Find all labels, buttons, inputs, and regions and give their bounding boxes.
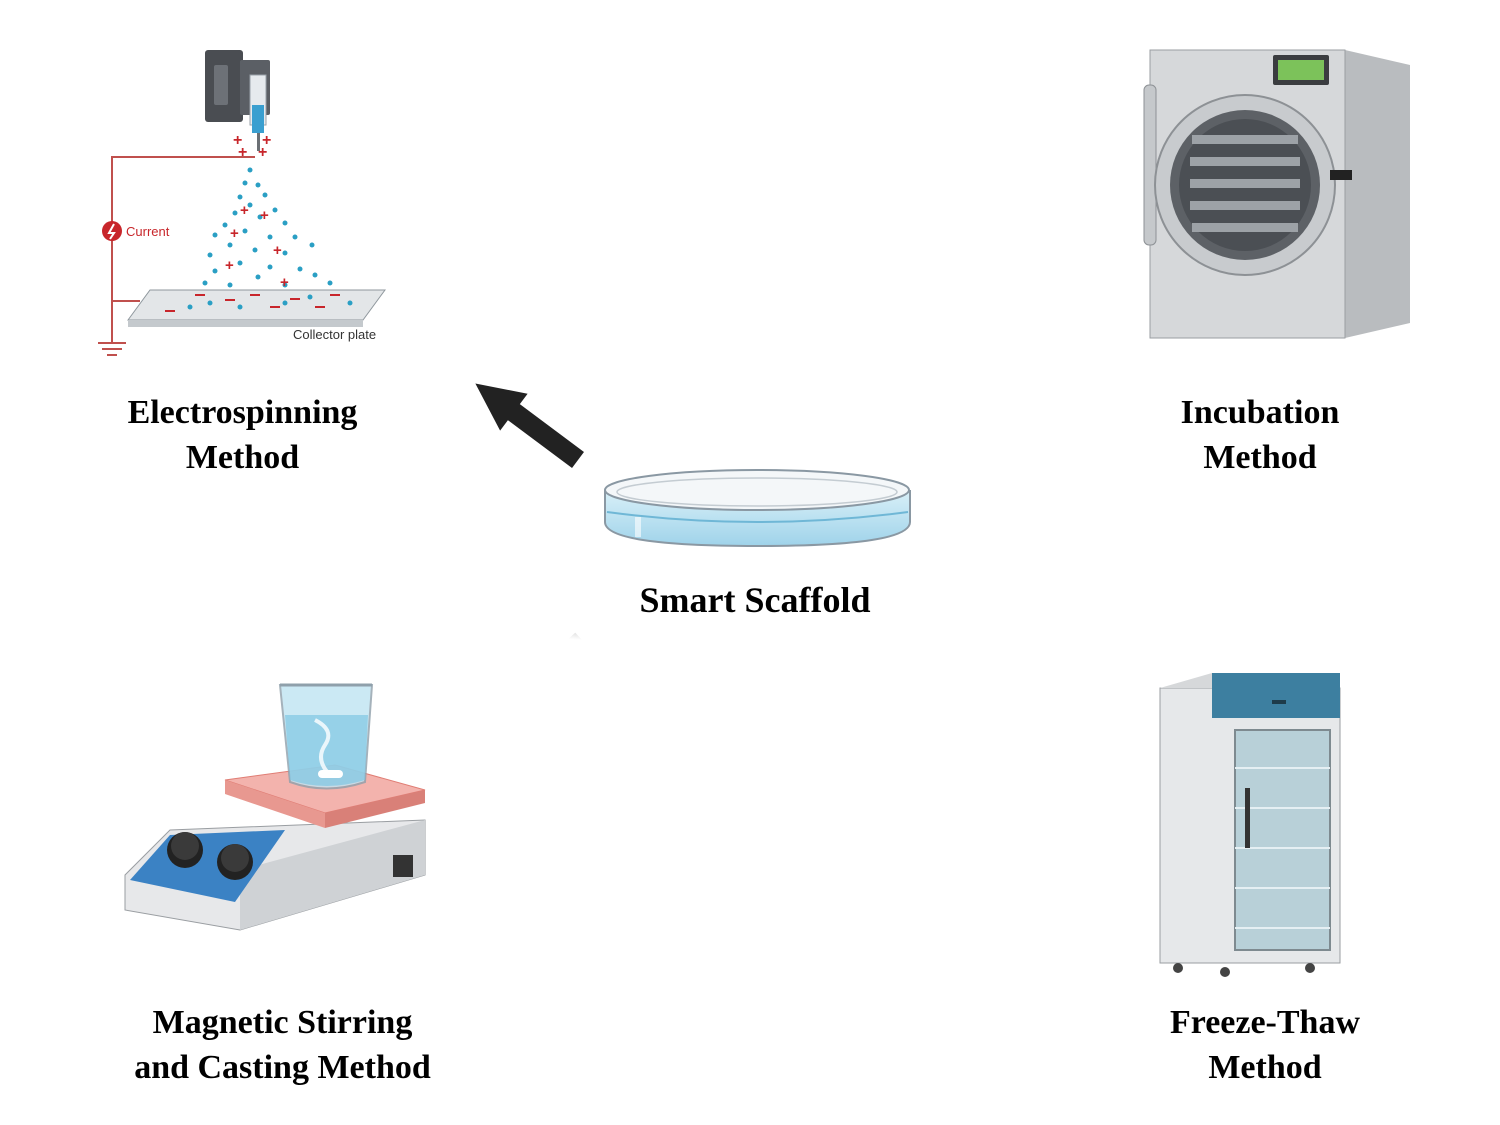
current-label: Current bbox=[126, 224, 170, 239]
svg-text:+: + bbox=[262, 132, 271, 149]
electrospinning-label: Electrospinning Method bbox=[127, 394, 358, 476]
svg-text:+: + bbox=[280, 274, 289, 291]
svg-text:+: + bbox=[230, 225, 239, 242]
magnetic-stirring-label: Magnetic Stirring and Casting Method bbox=[134, 1004, 431, 1086]
svg-text:+: + bbox=[233, 132, 242, 149]
svg-text:+: + bbox=[260, 207, 269, 224]
incubation-label: Incubation Method bbox=[1180, 394, 1340, 476]
center-label: Smart Scaffold bbox=[639, 580, 871, 620]
freezer-cabinet-illustration bbox=[1159, 673, 1341, 977]
freeze-thaw-label: Freeze-Thaw Method bbox=[1169, 1004, 1361, 1086]
svg-text:+: + bbox=[240, 202, 249, 219]
arrow-to-incubation bbox=[918, 366, 1026, 453]
svg-text:+: + bbox=[258, 144, 267, 161]
incubator-illustration bbox=[1143, 49, 1410, 339]
arrow-to-magnetic-stirring bbox=[493, 632, 589, 721]
collector-plate-label: Collector plate bbox=[293, 327, 376, 342]
svg-text:+: + bbox=[238, 144, 247, 161]
arrow-to-freeze-thaw bbox=[921, 632, 1019, 723]
arrow-to-electrospinning bbox=[475, 383, 584, 469]
electrospinning-illustration: ++ ++ Current +++ +++ Collector plat bbox=[98, 50, 386, 356]
magnetic-stirrer-illustration bbox=[124, 683, 426, 931]
petri-dish-illustration bbox=[604, 469, 911, 548]
svg-text:+: + bbox=[225, 257, 234, 274]
svg-text:+: + bbox=[273, 242, 282, 259]
